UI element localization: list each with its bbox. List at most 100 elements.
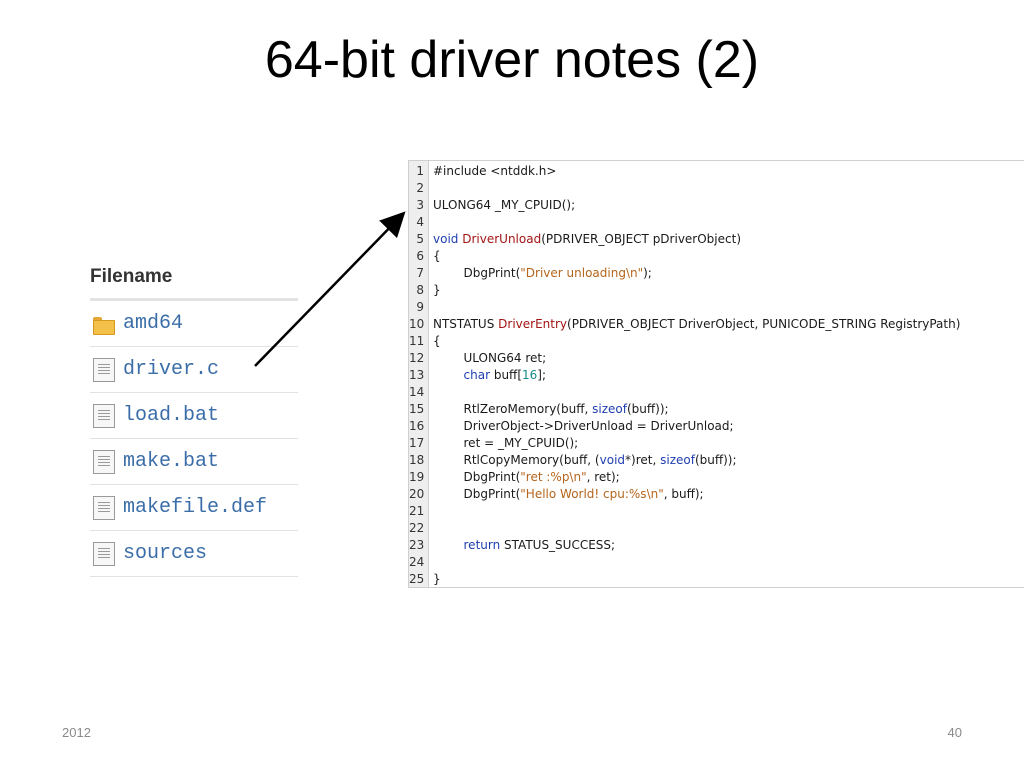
code-token: ];	[537, 368, 547, 382]
code-token: buff[	[490, 368, 523, 382]
code-token: (buff));	[626, 402, 669, 416]
file-row-amd64[interactable]: amd64	[90, 301, 298, 347]
line-number: 25	[409, 572, 425, 586]
code-token: NTSTATUS	[433, 317, 499, 331]
line-number: 20	[409, 487, 425, 501]
code-text: }	[433, 571, 441, 587]
line-number: 5	[416, 232, 424, 246]
code-token: return	[463, 538, 501, 552]
code-token: void	[599, 453, 626, 467]
line-number: 2	[416, 181, 424, 195]
line-number: 11	[409, 334, 425, 348]
code-text: {	[433, 248, 441, 265]
code-token: "Hello World! cpu:%s\n"	[520, 487, 664, 501]
line-number: 13	[409, 368, 425, 382]
line-number: 8	[416, 283, 424, 297]
file-row-load-bat[interactable]: load.bat	[90, 393, 298, 439]
code-token: (PDRIVER_OBJECT DriverObject, PUNICODE_S…	[567, 317, 961, 331]
code-token: DbgPrint(	[433, 266, 521, 280]
code-token: {	[433, 334, 441, 348]
code-token: DriverObject->DriverUnload = DriverUnloa…	[433, 419, 734, 433]
line-number: 14	[409, 385, 425, 399]
line-number: 7	[416, 266, 424, 280]
code-token: *)ret,	[625, 453, 661, 467]
line-number: 9	[416, 300, 424, 314]
code-token: DriverEntry	[498, 317, 568, 331]
code-token: DbgPrint(	[433, 470, 521, 484]
code-token: ret = _MY_CPUID();	[433, 436, 579, 450]
code-token: sizeof	[592, 402, 627, 416]
code-token: (PDRIVER_OBJECT pDriverObject)	[541, 232, 741, 246]
code-text: void DriverUnload(PDRIVER_OBJECT pDriver…	[433, 231, 741, 248]
code-text: return STATUS_SUCCESS;	[433, 537, 616, 554]
code-token: void	[433, 232, 459, 246]
code-token: "Driver unloading\n"	[520, 266, 644, 280]
file-row-makefile-def[interactable]: makefile.def	[90, 485, 298, 531]
code-text: DbgPrint("ret :%p\n", ret);	[433, 469, 620, 486]
file-list-header: Filename	[90, 262, 298, 301]
file-list: Filename amd64 driver.c load.bat make.ba…	[90, 262, 298, 577]
code-text: ULONG64 _MY_CPUID();	[433, 197, 575, 214]
code-token: }	[433, 572, 441, 586]
code-token: sizeof	[660, 453, 695, 467]
code-text: ULONG64 ret;	[433, 350, 547, 367]
code-text: #include <ntddk.h>	[433, 163, 556, 180]
code-text: DbgPrint("Hello World! cpu:%s\n", buff);	[433, 486, 704, 503]
file-row-make-bat[interactable]: make.bat	[90, 439, 298, 485]
line-number: 15	[409, 402, 425, 416]
code-token: {	[433, 249, 441, 263]
line-number: 22	[409, 521, 425, 535]
document-icon	[93, 449, 115, 474]
line-number: 4	[416, 215, 424, 229]
code-token: 16	[522, 368, 538, 382]
folder-icon	[93, 316, 115, 335]
line-number: 1	[416, 164, 424, 178]
slide-page-number: 40	[947, 725, 962, 740]
code-token: DriverUnload	[462, 232, 542, 246]
file-row-sources[interactable]: sources	[90, 531, 298, 577]
code-token: DbgPrint(	[433, 487, 521, 501]
code-text: char buff[16];	[433, 367, 547, 384]
code-text: ret = _MY_CPUID();	[433, 435, 579, 452]
document-icon	[93, 495, 115, 520]
line-number: 17	[409, 436, 425, 450]
code-token: , buff);	[663, 487, 704, 501]
line-number: 10	[409, 317, 425, 331]
file-name[interactable]: sources	[123, 542, 208, 565]
line-number: 21	[409, 504, 425, 518]
file-name[interactable]: make.bat	[123, 450, 220, 473]
code-text: DbgPrint("Driver unloading\n");	[433, 265, 652, 282]
code-token: #include <ntddk.h>	[433, 164, 557, 178]
line-number: 12	[409, 351, 425, 365]
document-icon	[93, 357, 115, 382]
line-number: 3	[416, 198, 424, 212]
code-token: RtlZeroMemory(buff,	[433, 402, 593, 416]
file-name[interactable]: amd64	[123, 312, 184, 335]
code-token: "ret :%p\n"	[520, 470, 587, 484]
line-number: 6	[416, 249, 424, 263]
file-name[interactable]: load.bat	[123, 404, 220, 427]
line-number: 18	[409, 453, 425, 467]
code-text: RtlZeroMemory(buff, sizeof(buff));	[433, 401, 669, 418]
line-number-gutter	[409, 161, 429, 587]
code-token: , ret);	[586, 470, 620, 484]
code-token: (buff));	[694, 453, 737, 467]
file-row-driver-c[interactable]: driver.c	[90, 347, 298, 393]
code-text: }	[433, 282, 441, 299]
code-token: );	[643, 266, 652, 280]
line-number: 16	[409, 419, 425, 433]
line-number: 19	[409, 470, 425, 484]
slide-footer-date: 2012	[62, 725, 91, 740]
code-text: DriverObject->DriverUnload = DriverUnloa…	[433, 418, 734, 435]
code-text: {	[433, 333, 441, 350]
file-name[interactable]: driver.c	[123, 358, 220, 381]
file-name[interactable]: makefile.def	[123, 496, 268, 519]
line-number: 24	[409, 555, 425, 569]
code-token: RtlCopyMemory(buff, (	[433, 453, 600, 467]
document-icon	[93, 403, 115, 428]
line-number: 23	[409, 538, 425, 552]
code-token: ULONG64 _MY_CPUID();	[433, 198, 576, 212]
code-token: STATUS_SUCCESS;	[500, 538, 616, 552]
